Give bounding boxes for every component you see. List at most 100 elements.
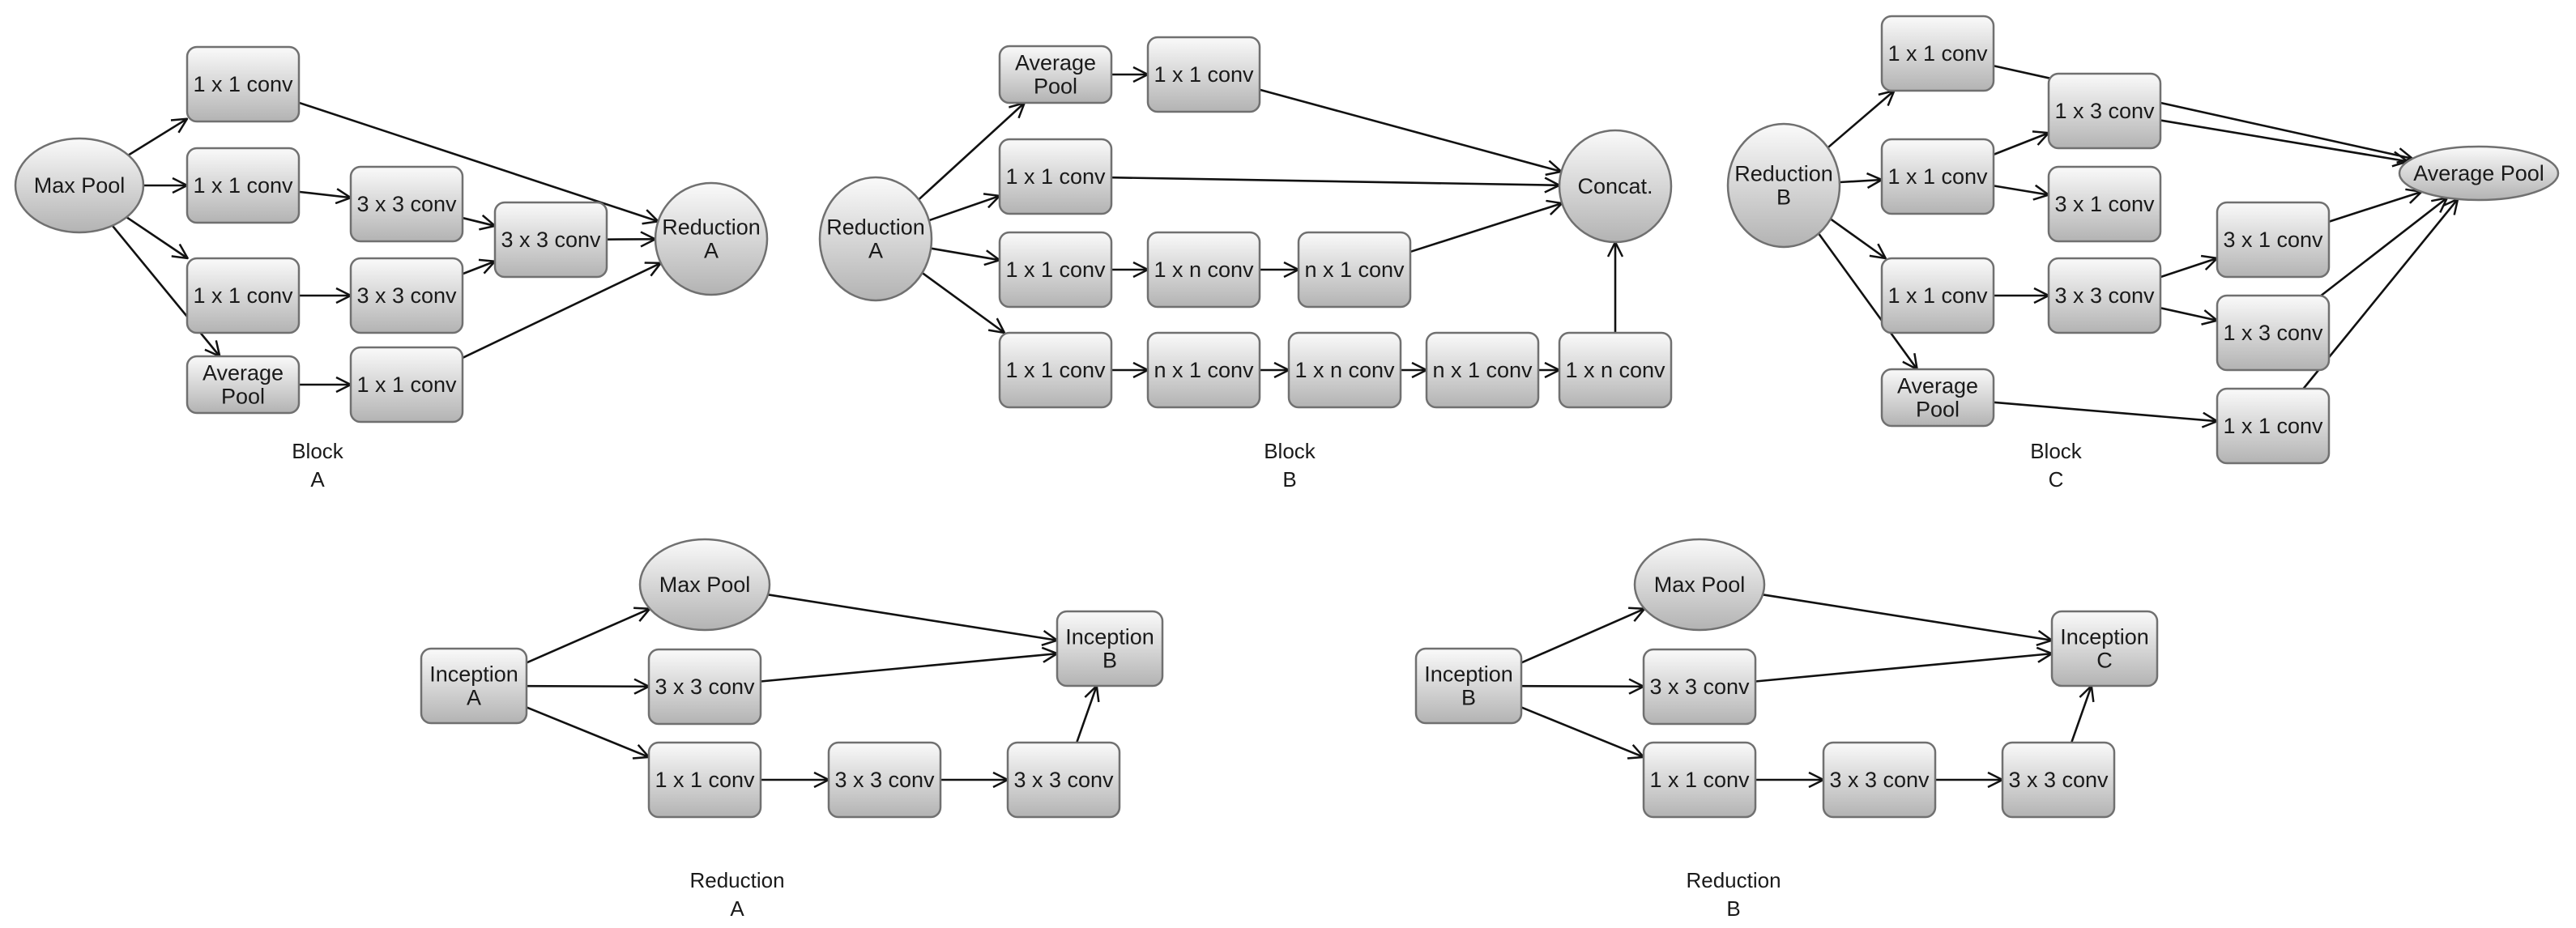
edge-block-c-c31b-to-out xyxy=(2328,192,2421,223)
node-label: 3 x 3 conv xyxy=(1649,675,1750,699)
node-block-c-c13: 1 x 3 conv xyxy=(2047,72,2162,150)
node-block-a-c2: 1 x 1 conv xyxy=(186,147,301,224)
node-label: 1 x 1 conv xyxy=(1887,164,1988,189)
edge-block-b-ce-to-concat xyxy=(1410,203,1562,253)
node-block-b-cg: n x 1 conv xyxy=(1146,331,1261,409)
node-label: n x 1 conv xyxy=(1432,358,1533,382)
edge-block-b-red-to-cb xyxy=(928,196,1000,222)
node-box xyxy=(1297,231,1412,309)
node-box xyxy=(1146,331,1261,409)
edge-block-a-c33b-to-c33c xyxy=(462,262,495,275)
node-ellipse xyxy=(1633,538,1766,632)
edge-reduction-a-inc-to-c11 xyxy=(526,706,649,756)
node-box xyxy=(2001,741,2116,819)
node-box xyxy=(1146,231,1261,309)
node-circle xyxy=(1726,122,1841,249)
node-label: Inception xyxy=(1065,625,1154,649)
node-label: Concat. xyxy=(1577,174,1653,198)
node-block-b-ca: 1 x 1 conv xyxy=(1146,36,1261,113)
node-label: 1 x 1 conv xyxy=(2223,414,2323,438)
edge-reduction-b-c33c-to-out xyxy=(2070,686,2092,743)
node-box xyxy=(420,647,528,725)
node-label: 1 x 1 conv xyxy=(193,173,293,198)
node-label: Average xyxy=(1015,51,1096,75)
node-block-b-concat: Concat. xyxy=(1558,129,1673,244)
diagram-caption: Reduction xyxy=(1686,868,1781,892)
node-box xyxy=(1425,331,1540,409)
edge-reduction-a-c33-to-out xyxy=(760,653,1057,683)
node-box xyxy=(1558,331,1673,409)
node-circle xyxy=(1558,129,1673,244)
edge-reduction-a-mp-to-out xyxy=(767,594,1057,640)
node-box xyxy=(1642,648,1757,726)
node-label: 3 x 3 conv xyxy=(1013,768,1114,792)
edge-reduction-b-inc-to-c33 xyxy=(1520,686,1644,687)
node-block-b-ci: n x 1 conv xyxy=(1425,331,1540,409)
node-label: 3 x 3 conv xyxy=(356,192,457,216)
edge-block-b-cb-to-concat xyxy=(1111,176,1559,185)
node-block-a-c1: 1 x 1 conv xyxy=(186,45,301,123)
node-block-c-c1: 1 x 1 conv xyxy=(1880,15,1995,92)
node-block-b-cc: 1 x 1 conv xyxy=(998,231,1113,309)
node-label: 3 x 3 conv xyxy=(501,228,601,252)
node-label: Pool xyxy=(221,385,265,409)
node-block-b-cf: 1 x 1 conv xyxy=(998,331,1113,409)
node-block-a-c33b: 3 x 3 conv xyxy=(349,257,464,334)
node-label: Reduction xyxy=(826,215,925,240)
edge-reduction-a-c33c-to-out xyxy=(1075,686,1097,743)
node-box xyxy=(827,741,942,819)
edge-block-c-c2-to-c31 xyxy=(1993,185,2049,194)
node-label: A xyxy=(704,239,719,263)
node-circle xyxy=(654,181,769,296)
node-block-c-c33: 3 x 3 conv xyxy=(2047,257,2162,334)
node-label: 3 x 3 conv xyxy=(2054,283,2155,308)
node-label: 1 x 1 conv xyxy=(1005,164,1106,189)
node-label: 1 x 3 conv xyxy=(2054,99,2155,123)
node-box xyxy=(349,346,464,424)
node-label: B xyxy=(1461,686,1476,710)
node-label: Pool xyxy=(1916,398,1960,422)
node-label: 3 x 3 conv xyxy=(1829,768,1930,792)
node-block-a-c33c: 3 x 3 conv xyxy=(493,201,608,279)
edge-block-c-c2-to-c13 xyxy=(1993,133,2049,156)
node-block-b-cb: 1 x 1 conv xyxy=(998,138,1113,215)
node-label: 1 x n conv xyxy=(1294,358,1395,382)
node-label: 1 x 1 conv xyxy=(1887,41,1988,66)
diagram-caption: Block xyxy=(2030,439,2083,463)
diagram-caption: Block xyxy=(292,439,344,463)
node-label: 3 x 1 conv xyxy=(2223,228,2323,252)
node-box xyxy=(2047,165,2162,243)
node-label: C xyxy=(2096,649,2113,673)
node-label: n x 1 conv xyxy=(1304,258,1405,282)
node-label: 3 x 3 conv xyxy=(356,283,457,308)
edge-block-a-maxpool-to-c1 xyxy=(127,119,187,156)
node-label: 1 x 1 conv xyxy=(1005,358,1106,382)
node-reduction-b-mp: Max Pool xyxy=(1633,538,1766,632)
node-circle xyxy=(818,176,933,302)
diagram-caption: C xyxy=(2049,467,2064,492)
node-label: Average xyxy=(1897,374,1978,398)
node-reduction-a-c33b: 3 x 3 conv xyxy=(827,741,942,819)
edge-block-c-c33-to-c31b xyxy=(2160,258,2217,279)
node-box xyxy=(2047,72,2162,150)
node-reduction-b-c33c: 3 x 3 conv xyxy=(2001,741,2116,819)
node-box xyxy=(1287,331,1402,409)
edge-block-a-c4-to-red xyxy=(462,263,661,360)
edge-block-a-c33a-to-c33c xyxy=(462,218,495,226)
node-label: 3 x 3 conv xyxy=(655,675,755,699)
diagram-caption: A xyxy=(310,467,325,492)
edge-block-c-red-to-c1 xyxy=(1827,91,1894,149)
node-box xyxy=(2216,201,2331,279)
node-box xyxy=(1880,257,1995,334)
edge-block-b-red-to-cc xyxy=(930,247,1000,261)
diagram-caption: Reduction xyxy=(689,868,784,892)
